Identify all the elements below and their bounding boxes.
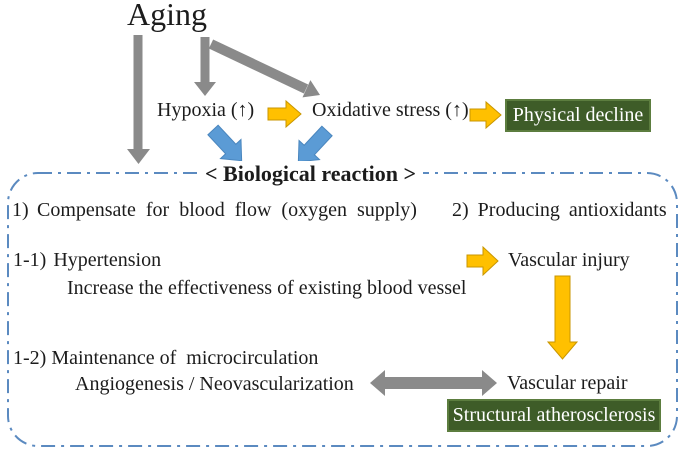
hypoxia-to-oxidative-arrow: [267, 99, 302, 129]
vascular-injury-to-repair-arrow: [546, 275, 579, 360]
physical-decline-label: Physical decline: [512, 104, 644, 126]
diagram-title: Aging: [127, 0, 207, 32]
aging-to-oxidative-arrow-shaft: [208, 39, 309, 94]
hypoxia-to-biological-arrow: [207, 124, 243, 162]
oxidative-to-physical-decline-arrow: [469, 100, 502, 130]
oxidative-to-biological-arrow: [297, 125, 333, 163]
item-1-2-text: 1-2) Maintenance of microcirculation: [13, 347, 319, 369]
item-1-1-text: 1-1) Hypertension: [13, 249, 162, 271]
item-1-text: Compensate for blood flow (oxygen supply…: [37, 199, 417, 221]
biological-reaction-heading: < Biological reaction >: [198, 161, 424, 187]
item-2-text: 2) Producing antioxidants: [452, 199, 667, 221]
structural-atherosclerosis-label: Structural atherosclerosis: [452, 404, 656, 426]
oxidative-stress-label: Oxidative stress (↑): [312, 99, 469, 121]
aging-to-oxidative-arrow-head: [302, 80, 320, 98]
item-1-number: 1): [12, 199, 29, 221]
vascular-repair-label: Vascular repair: [507, 372, 628, 394]
biological-reaction-dashed-border: [7, 172, 678, 447]
aging-to-box-arrow: [127, 35, 150, 164]
structural-atherosclerosis-box: Structural atherosclerosis: [447, 399, 661, 432]
vascular-injury-label: Vascular injury: [508, 249, 630, 271]
item-1-2-subtext: Angiogenesis / Neovascularization: [75, 373, 354, 395]
angiogenesis-vascular-repair-double-arrow: [370, 370, 497, 396]
hypertension-to-vascular-injury-arrow: [466, 245, 499, 277]
item-1-1-subtext: Increase the effectiveness of existing b…: [67, 277, 467, 299]
aging-to-hypoxia-arrow: [194, 37, 216, 96]
hypoxia-label: Hypoxia (↑): [157, 99, 255, 121]
physical-decline-box: Physical decline: [505, 99, 651, 132]
